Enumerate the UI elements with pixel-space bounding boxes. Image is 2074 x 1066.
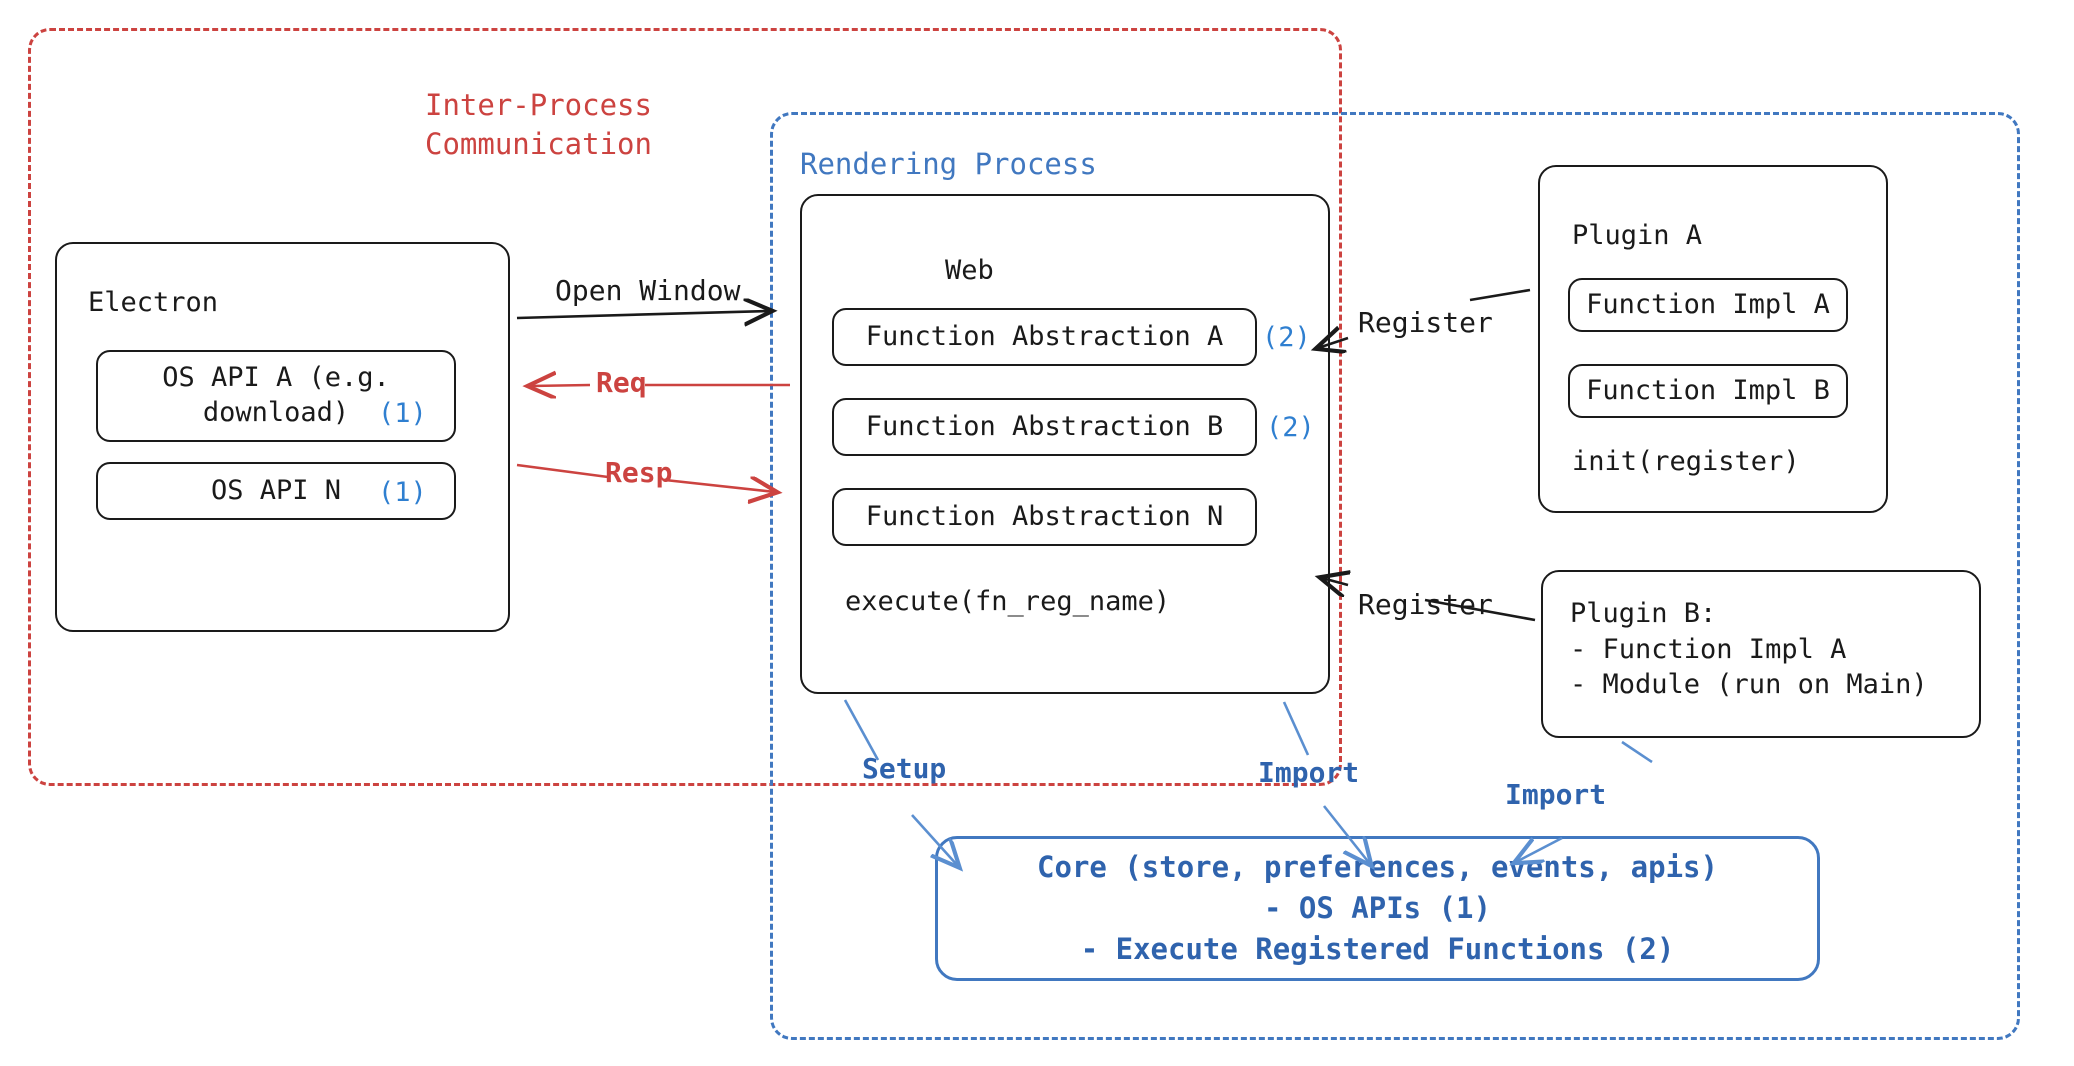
- node-function-impl-a[interactable]: Function Impl A: [1568, 278, 1848, 332]
- node-plugin-a-title: Plugin A: [1572, 220, 1703, 251]
- node-function-abstraction-b[interactable]: Function Abstraction B: [832, 398, 1257, 456]
- edge-label-req: Req: [596, 366, 647, 399]
- node-plugin-a[interactable]: [1538, 165, 1888, 513]
- node-os-api-n-label: OS API N: [210, 474, 342, 506]
- node-function-abstraction-a-label: Function Abstraction A: [865, 320, 1224, 352]
- node-os-api-n[interactable]: OS API N: [96, 462, 456, 520]
- node-os-api-a[interactable]: OS API A (e.g. download): [96, 350, 456, 442]
- node-core[interactable]: Core (store, preferences, events, apis) …: [935, 836, 1820, 981]
- node-electron-title: Electron: [88, 287, 219, 318]
- edge-label-register-plugin-b: Register: [1358, 588, 1493, 621]
- node-web-title: Web: [945, 255, 994, 286]
- zone-label-rendering-process: Rendering Process: [800, 147, 1097, 181]
- marker-os-api-a: (1): [378, 398, 427, 429]
- node-plugin-b-text: Plugin B: - Function Impl A - Module (ru…: [1570, 598, 1928, 701]
- node-core-line-1: Core (store, preferences, events, apis): [1037, 849, 1718, 884]
- node-core-line-3: - Execute Registered Functions (2): [1080, 932, 1675, 967]
- node-web-footer: execute(fn_reg_name): [845, 586, 1171, 617]
- edge-label-register-plugin-a: Register: [1358, 306, 1493, 339]
- node-function-abstraction-n-label: Function Abstraction N: [865, 500, 1224, 532]
- edge-label-import-plugin-b: Import: [1505, 778, 1607, 811]
- node-function-impl-b[interactable]: Function Impl B: [1568, 364, 1848, 418]
- zone-inter-process-communication: [28, 28, 1342, 786]
- edge-label-setup: Setup: [862, 752, 947, 785]
- zone-label-inter-process-communication: Inter-Process Communication: [425, 88, 652, 162]
- node-plugin-a-footer: init(register): [1572, 446, 1800, 477]
- node-plugin-b[interactable]: [1541, 570, 1981, 738]
- marker-os-api-n: (1): [378, 477, 427, 508]
- node-function-abstraction-b-label: Function Abstraction B: [865, 410, 1224, 442]
- node-function-abstraction-n[interactable]: Function Abstraction N: [832, 488, 1257, 546]
- edge-label-resp: Resp: [605, 456, 673, 489]
- marker-function-abstraction-b: (2): [1266, 412, 1315, 443]
- node-core-line-2: - OS APIs (1): [1264, 890, 1491, 925]
- node-function-abstraction-a[interactable]: Function Abstraction A: [832, 308, 1257, 366]
- edge-label-open-window: Open Window: [555, 274, 741, 307]
- node-os-api-a-label: OS API A (e.g. download): [162, 362, 390, 428]
- zone-rendering-process: [770, 112, 2020, 1040]
- node-function-impl-b-label: Function Impl B: [1586, 374, 1830, 406]
- node-function-impl-a-label: Function Impl A: [1586, 288, 1830, 320]
- edge-label-import-web: Import: [1258, 756, 1360, 789]
- marker-function-abstraction-a: (2): [1262, 322, 1311, 353]
